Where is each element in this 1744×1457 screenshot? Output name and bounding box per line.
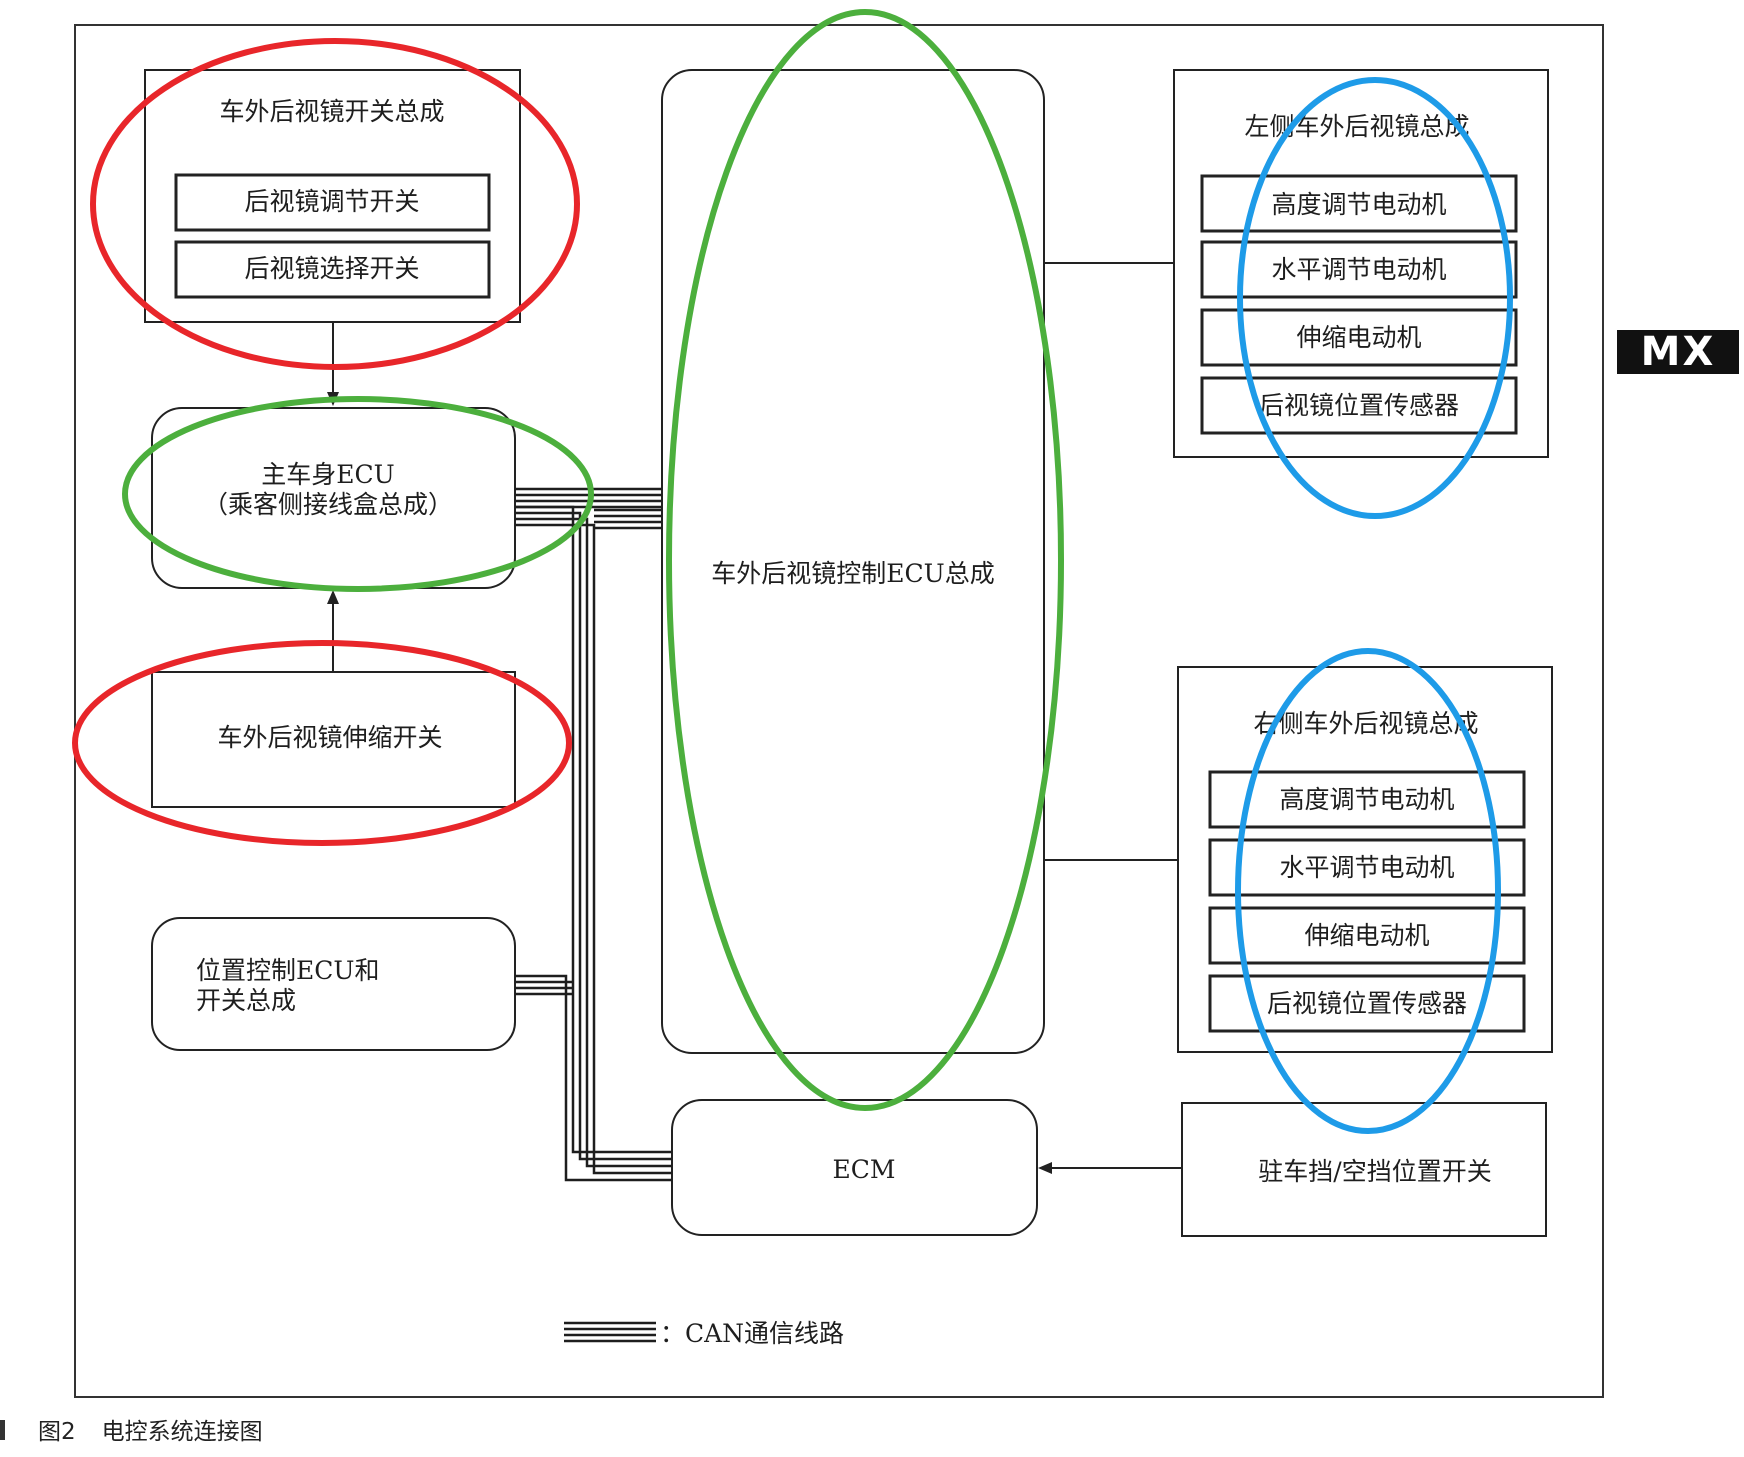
park-neutral-switch-label: 驻车挡/空挡位置开关 bbox=[1258, 1157, 1491, 1186]
mirror-retract-switch-label: 车外后视镜伸缩开关 bbox=[217, 723, 442, 752]
mirror-retract-switch: 车外后视镜伸缩开关 bbox=[151, 671, 516, 808]
main-body-ecu-label: 主车身ECU bbox=[261, 460, 394, 489]
legend-label: ：CAN通信线路 bbox=[660, 1319, 844, 1348]
mirror-switch-assembly-title: 车外后视镜开关总成 bbox=[219, 97, 444, 126]
position-control-ecu-label: 位置控制ECU和 bbox=[196, 956, 379, 985]
mirror-control-ecu-label: 车外后视镜控制ECU总成 bbox=[711, 559, 994, 588]
left-position-sensor: 后视镜位置传感器 bbox=[1259, 391, 1459, 420]
arrow-park-switch-to-ecm bbox=[1038, 1162, 1182, 1174]
mx-badge: MX bbox=[1617, 330, 1739, 374]
right-mirror-assembly-title: 右侧车外后视镜总成 bbox=[1253, 709, 1478, 738]
legend-can-line-symbol bbox=[564, 1321, 656, 1343]
blue-highlight-right-mirror bbox=[1235, 648, 1501, 1134]
right-horizontal-motor: 水平调节电动机 bbox=[1279, 853, 1454, 882]
position-control-ecu-sublabel: 开关总成 bbox=[196, 986, 296, 1015]
can-bus-lines bbox=[515, 487, 672, 1182]
mirror-control-ecu: 车外后视镜控制ECU总成 bbox=[661, 69, 1045, 1054]
diagram-frame bbox=[74, 24, 1604, 1398]
right-height-motor: 高度调节电动机 bbox=[1279, 785, 1454, 814]
blue-highlight-left-mirror bbox=[1237, 77, 1513, 519]
caption-marker bbox=[0, 1420, 5, 1440]
mirror-adjust-switch: 后视镜调节开关 bbox=[244, 187, 419, 216]
green-highlight-mirror-ecu bbox=[666, 9, 1064, 1111]
main-body-ecu: 主车身ECU （乘客侧接线盒总成） bbox=[151, 407, 516, 589]
left-retract-motor: 伸缩电动机 bbox=[1296, 323, 1421, 352]
ecm: ECM bbox=[671, 1099, 1038, 1236]
legend: ：CAN通信线路 bbox=[564, 1319, 844, 1348]
figure-number: 图2 bbox=[38, 1419, 76, 1445]
left-horizontal-motor: 水平调节电动机 bbox=[1271, 255, 1446, 284]
highlight-ellipses bbox=[72, 9, 1513, 1134]
arrow-retract-to-body-ecu bbox=[327, 590, 339, 672]
main-body-ecu-sublabel: （乘客侧接线盒总成） bbox=[203, 490, 453, 519]
green-highlight-body-ecu bbox=[122, 396, 594, 592]
right-retract-motor: 伸缩电动机 bbox=[1304, 921, 1429, 950]
ecm-label: ECM bbox=[833, 1155, 896, 1184]
left-height-motor: 高度调节电动机 bbox=[1271, 190, 1446, 219]
left-mirror-assembly-title: 左侧车外后视镜总成 bbox=[1244, 112, 1469, 141]
right-mirror-assembly: 右侧车外后视镜总成 高度调节电动机 水平调节电动机 伸缩电动机 后视镜位置传感器 bbox=[1177, 666, 1553, 1053]
park-neutral-switch: 驻车挡/空挡位置开关 bbox=[1181, 1102, 1547, 1237]
position-control-ecu: 位置控制ECU和 开关总成 bbox=[151, 917, 516, 1051]
red-highlight-retract-switch bbox=[72, 640, 572, 846]
mirror-switch-assembly: 车外后视镜开关总成 后视镜调节开关 后视镜选择开关 bbox=[144, 69, 521, 323]
mirror-select-switch: 后视镜选择开关 bbox=[244, 254, 419, 283]
figure-title: 电控系统连接图 bbox=[101, 1419, 263, 1445]
figure-caption: 图2 电控系统连接图 bbox=[38, 1412, 263, 1446]
right-position-sensor: 后视镜位置传感器 bbox=[1267, 989, 1467, 1018]
red-highlight-switch-assembly bbox=[90, 38, 580, 370]
